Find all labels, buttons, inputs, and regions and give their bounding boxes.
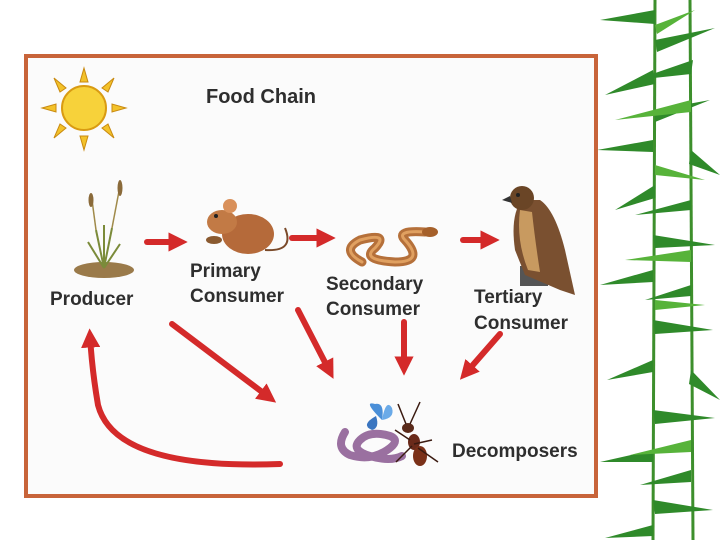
diagram-title: Food Chain xyxy=(206,86,316,108)
tertiary-consumer-label-line1: Tertiary xyxy=(474,287,543,308)
arrow-primary-to-decomposers xyxy=(169,321,277,403)
primary-consumer-label-line2: Consumer xyxy=(190,286,284,307)
arrow-primary2-to-decomposers xyxy=(295,307,334,379)
tertiary-consumer-label-line2: Consumer xyxy=(474,313,568,334)
ant-icon xyxy=(394,401,439,466)
arrow-tertiary-to-decomposers xyxy=(459,331,503,380)
primary-consumer-label-line1: Primary xyxy=(190,261,261,282)
sun-icon xyxy=(40,66,128,152)
bamboo-decoration xyxy=(595,0,720,540)
secondary-consumer-label-line2: Consumer xyxy=(326,299,420,320)
arrow-decomposers-to-producer xyxy=(81,328,283,468)
grass-icon xyxy=(74,180,134,278)
mouse-icon xyxy=(206,199,289,254)
butterfly-icon xyxy=(366,403,393,430)
producer-label: Producer xyxy=(50,289,134,310)
snake-icon xyxy=(346,227,438,267)
secondary-consumer-label-line1: Secondary xyxy=(326,274,424,295)
arrows xyxy=(81,228,503,468)
decomposers-label: Decomposers xyxy=(452,441,578,462)
hawk-icon xyxy=(502,186,575,295)
worm-icon xyxy=(337,428,406,463)
